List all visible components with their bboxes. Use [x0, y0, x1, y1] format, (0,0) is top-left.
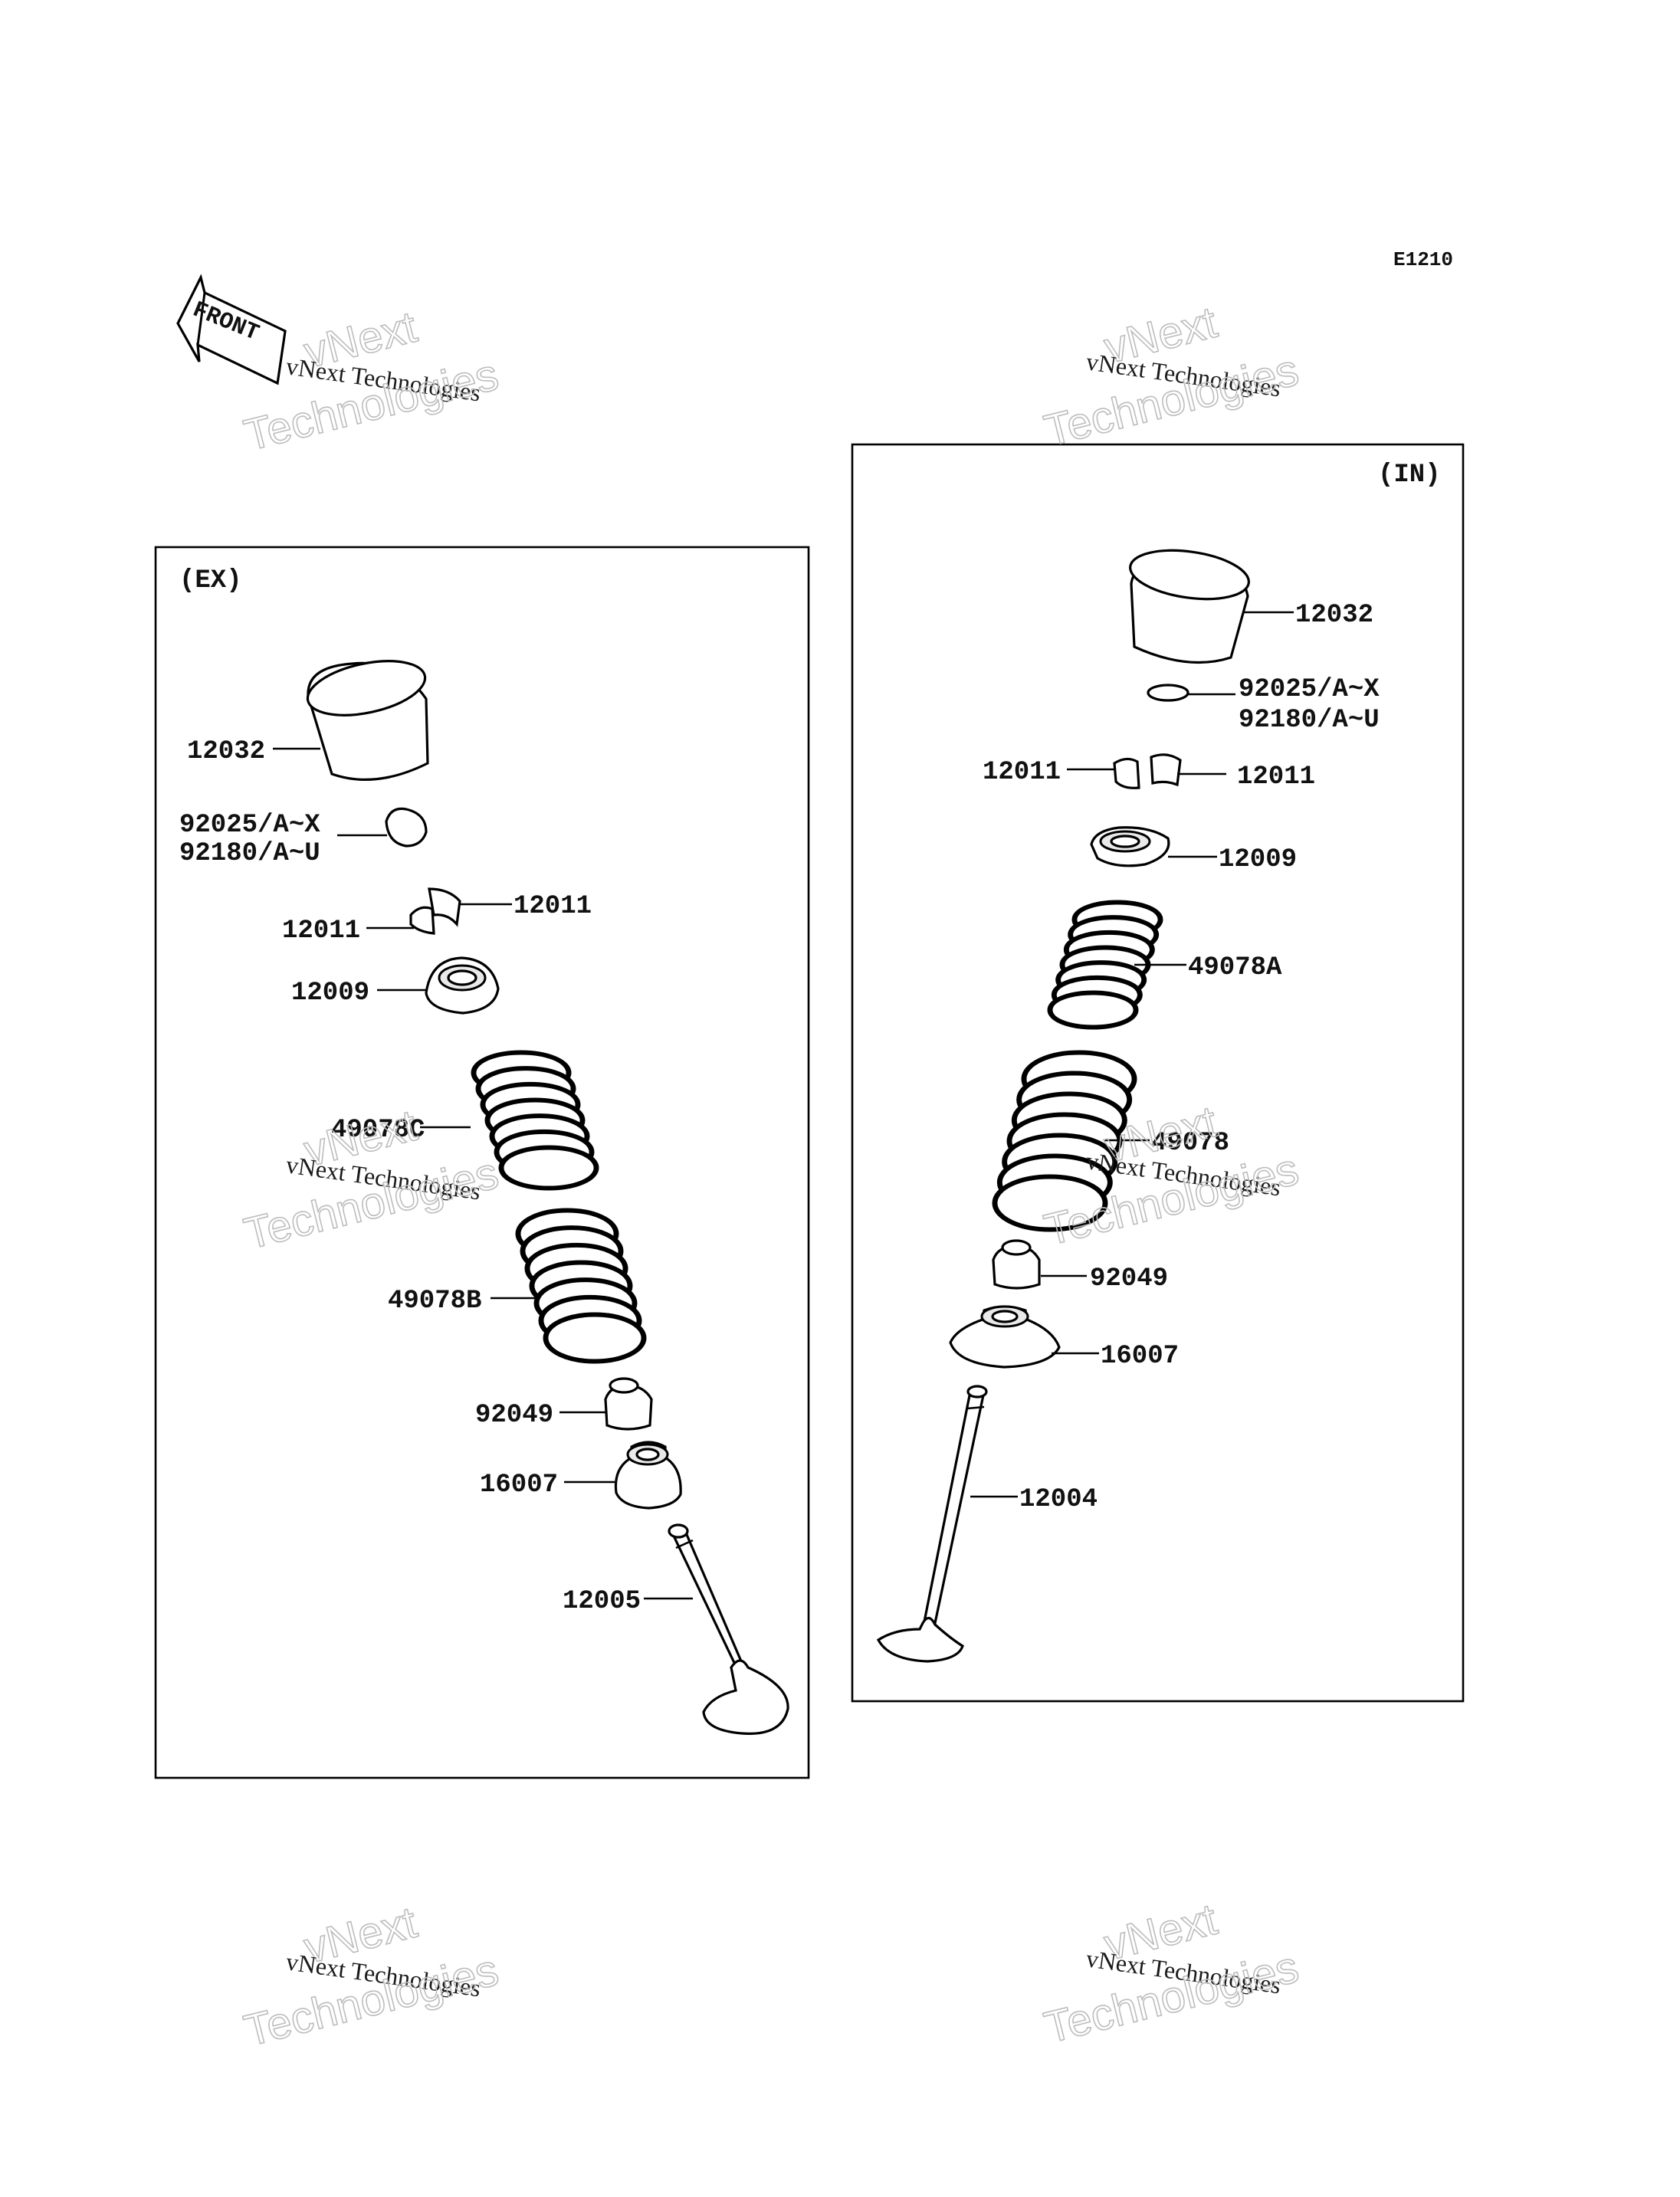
ex-tappet-label: 12032: [187, 737, 265, 766]
ex-inner-spring-label: 49078C: [331, 1116, 425, 1145]
in-retainer-part: [1090, 826, 1170, 867]
in-cotter-part: [1113, 753, 1182, 789]
watermark: vNext vNext Technologies Technologies: [239, 1897, 504, 2057]
intake-panel-frame: [851, 443, 1465, 1703]
ex-shim-label-b: 92180/A~U: [179, 839, 320, 868]
in-cotter-left-label: 12011: [983, 758, 1061, 787]
ex-cotter-part: [409, 887, 461, 935]
in-stem-seal-part: [992, 1239, 1041, 1290]
in-outer-spring-part: [992, 1050, 1137, 1232]
ex-spring-seat-label: 16007: [480, 1471, 558, 1500]
in-cotter-right-label: 12011: [1237, 762, 1315, 792]
front-arrow-icon: FRONT: [176, 274, 287, 385]
ex-spring-seat-part: [614, 1441, 682, 1510]
ex-tappet-part: [306, 660, 429, 781]
diagram-code: E1210: [1393, 248, 1453, 271]
in-shim-label-a: 92025/A~X: [1239, 675, 1380, 704]
ex-outer-spring-part: [515, 1208, 647, 1364]
ex-stem-seal-label: 92049: [475, 1401, 553, 1430]
in-tappet-part: [1129, 549, 1250, 664]
in-shim-label-b: 92180/A~U: [1239, 706, 1380, 735]
ex-inner-spring-part: [471, 1050, 599, 1191]
in-valve-part: [876, 1385, 988, 1663]
watermark: vNext vNext Technologies Technologies: [1039, 1894, 1304, 2054]
ex-outer-spring-label: 49078B: [388, 1287, 481, 1316]
ex-cotter-right-label: 12011: [514, 892, 592, 921]
exhaust-panel-frame: [154, 546, 810, 1779]
ex-retainer-label: 12009: [291, 979, 369, 1008]
intake-heading: (IN): [1378, 461, 1441, 490]
ex-retainer-part: [425, 956, 500, 1015]
ex-cotter-left-label: 12011: [282, 917, 360, 946]
ex-stem-seal-part: [604, 1377, 653, 1431]
in-spring-seat-part: [949, 1305, 1061, 1369]
watermark: vNext vNext Technologies Technologies: [239, 1100, 504, 1260]
in-valve-label: 12004: [1019, 1485, 1098, 1514]
exhaust-panel: (EX) 12032 92025/A~X 92180/A~U 12011 120…: [154, 546, 810, 1779]
ex-valve-part: [668, 1523, 789, 1735]
in-inner-spring-label: 49078A: [1188, 953, 1282, 982]
in-outer-spring-label: 49078: [1151, 1129, 1229, 1158]
in-inner-spring-part: [1047, 900, 1163, 1030]
in-retainer-label: 12009: [1219, 845, 1297, 874]
watermark: vNext vNext Technologies Technologies: [1039, 297, 1304, 457]
ex-shim-label-a: 92025/A~X: [179, 811, 320, 840]
intake-panel: (IN) 12032 92025/A~X 92180/A~U 12011 120…: [851, 443, 1465, 1703]
in-stem-seal-label: 92049: [1090, 1264, 1168, 1294]
in-shim-part: [1147, 684, 1189, 702]
in-tappet-label: 12032: [1295, 601, 1373, 630]
exhaust-heading: (EX): [179, 566, 242, 595]
ex-shim-part: [385, 807, 428, 848]
ex-valve-label: 12005: [563, 1587, 641, 1616]
in-spring-seat-label: 16007: [1101, 1342, 1179, 1371]
